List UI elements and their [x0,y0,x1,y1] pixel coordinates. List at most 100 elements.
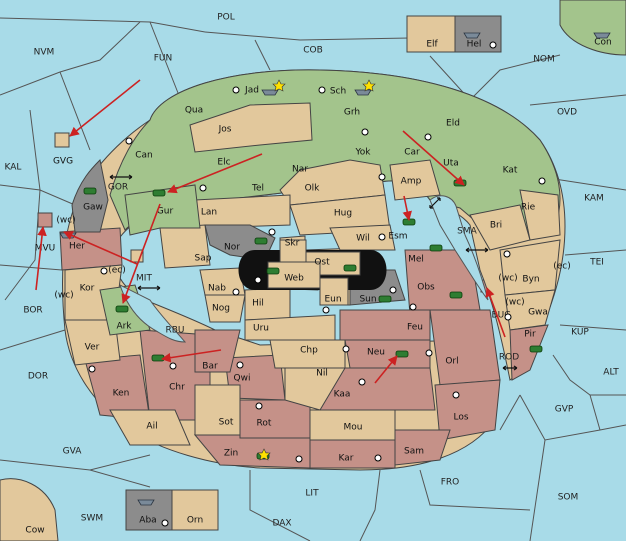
sea-label-mit: MIT [136,274,152,284]
sea-label-fro: FRO [441,478,460,488]
coast-label-ec-byn: (ec) [553,262,571,272]
supply-center-icon [255,402,263,410]
province-amp[interactable] [389,159,441,201]
supply-center-icon [424,133,432,141]
fleet-sch-icon[interactable] [354,89,372,96]
label-jos: Jos [218,125,232,135]
label-ver: Ver [85,343,100,353]
army-ark-icon[interactable] [115,305,129,313]
label-ost: Ost [314,258,330,268]
province-nog[interactable] [204,294,246,323]
sea-label-rbu: RBU [165,326,184,336]
supply-center-icon [100,267,108,275]
island-cow[interactable] [0,478,59,541]
label-uru: Uru [253,324,269,334]
sea-label-bor: BOR [23,306,42,316]
army-mel-icon[interactable] [429,244,443,252]
land-regions [59,69,566,471]
army-neu-icon[interactable] [395,350,409,358]
supply-center-icon [236,361,244,369]
province-gur[interactable] [124,184,201,236]
province-jos[interactable] [189,102,313,153]
army-gor-icon[interactable] [83,187,97,195]
fleet-units [59,32,611,506]
supply-center-icon [254,276,262,284]
label-eun: Eun [324,295,341,305]
move-arrow [121,203,161,304]
province-rie[interactable] [519,189,561,241]
army-sun-icon[interactable] [378,295,392,303]
army-chr-icon[interactable] [151,354,165,362]
star-icon [257,448,271,461]
province-neu[interactable] [344,339,431,369]
fleet-aba-icon[interactable] [137,499,155,506]
label-qwi: Qwi [234,374,251,384]
sea-label-dax: DAX [272,519,291,529]
province-gvg[interactable] [54,132,70,148]
sea-label-cob: COB [303,46,323,56]
sea-label-buc: BUC [491,311,510,321]
province-pir[interactable] [509,324,549,381]
supply-center-icon [374,454,382,462]
sea-label-fun: FUN [154,54,173,64]
army-nor-icon[interactable] [254,237,268,245]
label-elc: Elc [217,158,230,168]
province-orl[interactable] [429,309,501,386]
province-mvu[interactable] [37,212,53,228]
province-sot[interactable] [194,384,241,436]
move-arrow [402,130,465,186]
supply-center-icon [318,86,326,94]
province-orn[interactable] [171,489,219,531]
army-obs-icon[interactable] [449,291,463,299]
label-qua: Qua [185,106,203,116]
supply-center-icon [361,128,369,136]
sea-label-gva: GVA [63,447,83,457]
label-ken: Ken [113,389,130,399]
label-yok: Yok [354,148,371,158]
supply-center-icon [342,345,350,353]
sea-label-pol: POL [217,13,235,23]
fleet-con-icon[interactable] [593,32,611,39]
double-arrow-icon [429,197,441,209]
label-zin: Zin [224,449,238,459]
supply-center-icon [409,303,417,311]
province-gaw[interactable] [71,158,109,233]
label-amp: Amp [401,177,422,187]
army-ost-icon[interactable] [343,264,357,272]
province-wil[interactable] [329,224,396,251]
sea-label-gor: GOR [108,183,128,193]
army-pir-icon[interactable] [529,345,543,353]
label-kar: Kar [339,454,354,464]
double-arrow-icon [465,247,489,253]
label-orn: Orn [187,516,203,526]
label-rot: Rot [257,419,272,429]
label-eld: Eld [446,119,460,129]
province-nil[interactable] [284,367,346,411]
sea-label-sma: SMA [457,227,477,237]
label-car: Car [404,148,420,158]
label-chr: Chr [169,383,185,393]
province-rot[interactable] [239,399,311,439]
province-los[interactable] [434,379,501,441]
sea-label-dor: DOR [28,372,48,382]
fleet-jad-icon[interactable] [261,89,279,96]
supply-center-icon [504,313,512,321]
label-nar: Nar [292,165,308,175]
supply-center-icon [322,306,330,314]
sea-rbu [119,284,187,343]
sea-label-kam: KAM [584,194,604,204]
army-gur-icon[interactable] [152,189,166,197]
label-ark: Ark [116,322,132,332]
label-mvu: MVU [35,244,56,254]
province-ail[interactable] [109,409,191,446]
province-eun-inner[interactable] [319,277,349,306]
double-arrow-icon [502,365,518,371]
province-mou[interactable] [309,409,396,441]
province-byn[interactable] [499,239,561,296]
army-web-icon[interactable] [266,267,280,275]
supply-center-icon [232,86,240,94]
supply-center-icon [169,362,177,370]
label-kat: Kat [503,166,518,176]
fleet-hel-icon[interactable] [463,32,481,39]
